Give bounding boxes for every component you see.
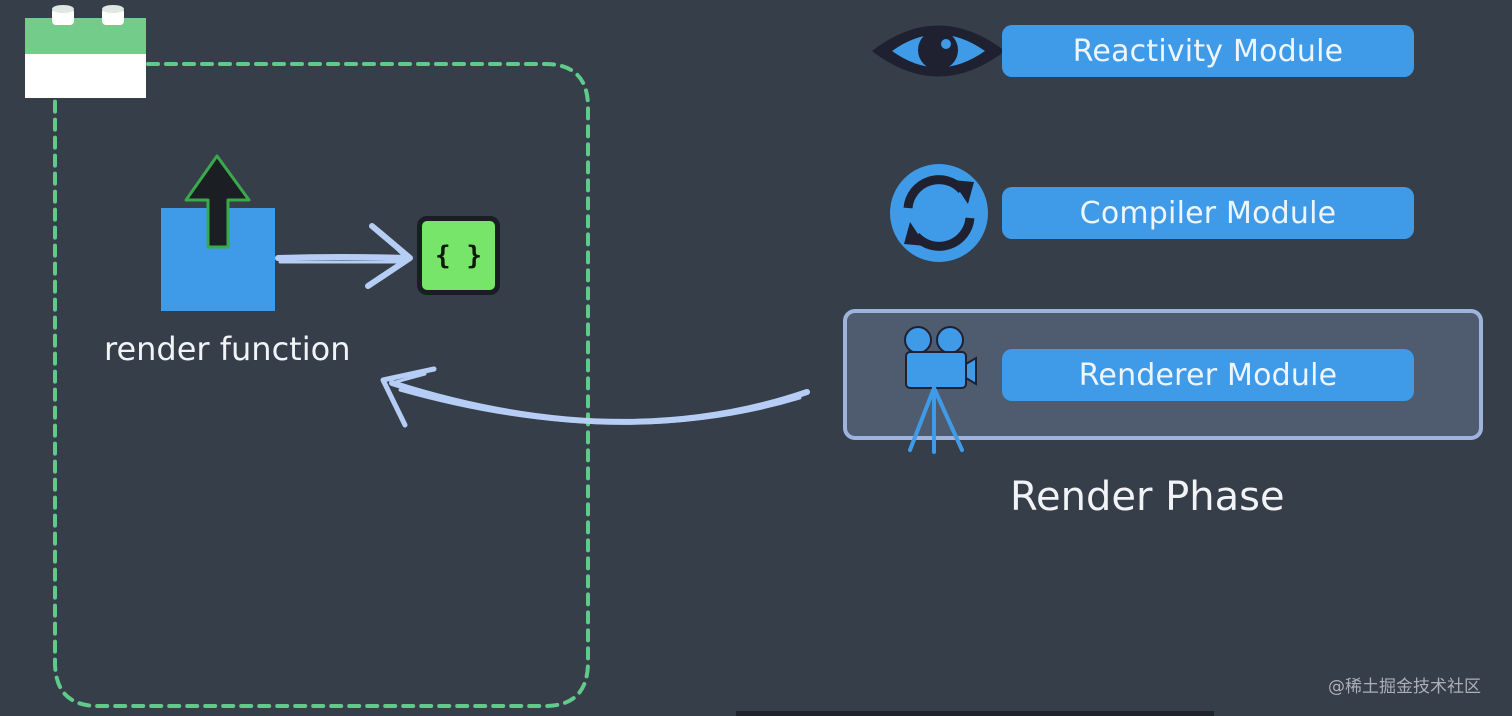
renderer-module-label: Renderer Module bbox=[1078, 357, 1338, 393]
output-arrow bbox=[275, 223, 413, 289]
sync-icon bbox=[890, 164, 988, 262]
renderer-module-pill: Renderer Module bbox=[1002, 349, 1414, 401]
eye-icon bbox=[872, 25, 1005, 77]
code-chip-braces: { } bbox=[435, 240, 482, 271]
component-boundary bbox=[53, 62, 590, 708]
code-object-chip: { } bbox=[417, 216, 500, 295]
renderer-to-render-function-arrow bbox=[380, 366, 810, 428]
render-function-label: render function bbox=[104, 330, 351, 368]
reactivity-module-label: Reactivity Module bbox=[1072, 33, 1344, 69]
component-block-icon bbox=[25, 5, 146, 98]
reactivity-module-pill: Reactivity Module bbox=[1002, 25, 1414, 77]
render-function-box-icon bbox=[161, 154, 275, 311]
watermark: @稀土掘金技术社区 bbox=[1328, 677, 1481, 697]
video-progress-bar bbox=[736, 711, 1214, 716]
movie-camera-icon bbox=[904, 326, 977, 454]
compiler-module-label: Compiler Module bbox=[1079, 195, 1337, 231]
compiler-module-pill: Compiler Module bbox=[1002, 187, 1414, 239]
render-phase-label: Render Phase bbox=[1010, 474, 1285, 520]
